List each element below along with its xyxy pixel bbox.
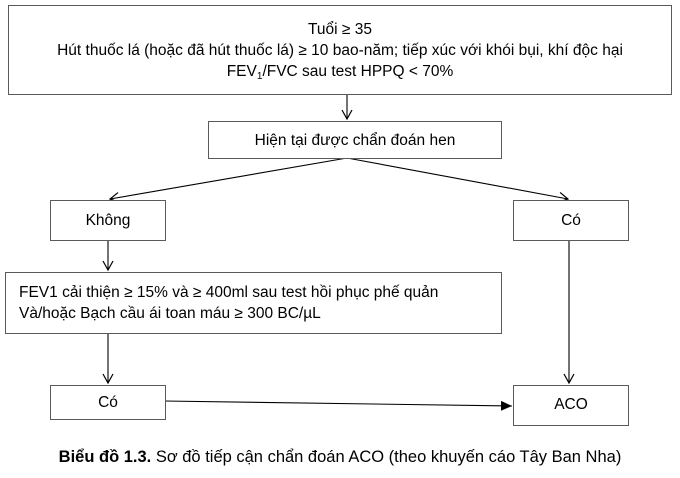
- aco-label: ACO: [554, 396, 588, 413]
- reversibility-fev1: FEV1 cải thiện ≥ 15% và ≥ 400ml sau test…: [19, 284, 439, 301]
- criteria-fev1-fvc: FEV1/FVC sau test HPPQ < 70%: [226, 62, 454, 82]
- no-box: Không: [50, 200, 166, 241]
- yes-right-label: Có: [561, 212, 581, 229]
- edge-asthma-question-to-yes: [346, 157, 570, 203]
- edge-asthma-question-to-no: [108, 157, 348, 203]
- criteria-box: Tuổi ≥ 35 Hút thuốc lá (hoặc đã hút thuố…: [8, 5, 672, 95]
- no-label: Không: [85, 212, 131, 229]
- reversibility-eosinophils: Và/hoặc Bạch cầu ái toan máu ≥ 300 BC/µL: [19, 305, 321, 322]
- criteria-age: Tuổi ≥ 35: [308, 20, 372, 38]
- asthma-question-label: Hiện tại được chẩn đoán hen: [254, 131, 456, 149]
- criteria-smoking: Hút thuốc lá (hoặc đã hút thuốc lá) ≥ 10…: [57, 41, 623, 59]
- asthma-question-box: Hiện tại được chẩn đoán hen: [208, 121, 502, 159]
- yes-left-label: Có: [98, 394, 118, 411]
- caption-label: Biểu đồ 1.3.: [58, 448, 152, 466]
- caption-text: Sơ đồ tiếp cận chẩn đoán ACO (theo khuyế…: [151, 448, 622, 466]
- reversibility-box: FEV1 cải thiện ≥ 15% và ≥ 400ml sau test…: [5, 272, 502, 334]
- yes-left-box: Có: [50, 385, 166, 420]
- yes-right-box: Có: [513, 200, 629, 241]
- figure-caption: Biểu đồ 1.3. Sơ đồ tiếp cận chẩn đoán AC…: [0, 448, 680, 467]
- aco-box: ACO: [513, 385, 629, 426]
- edge-yes-left-to-aco: [163, 400, 513, 411]
